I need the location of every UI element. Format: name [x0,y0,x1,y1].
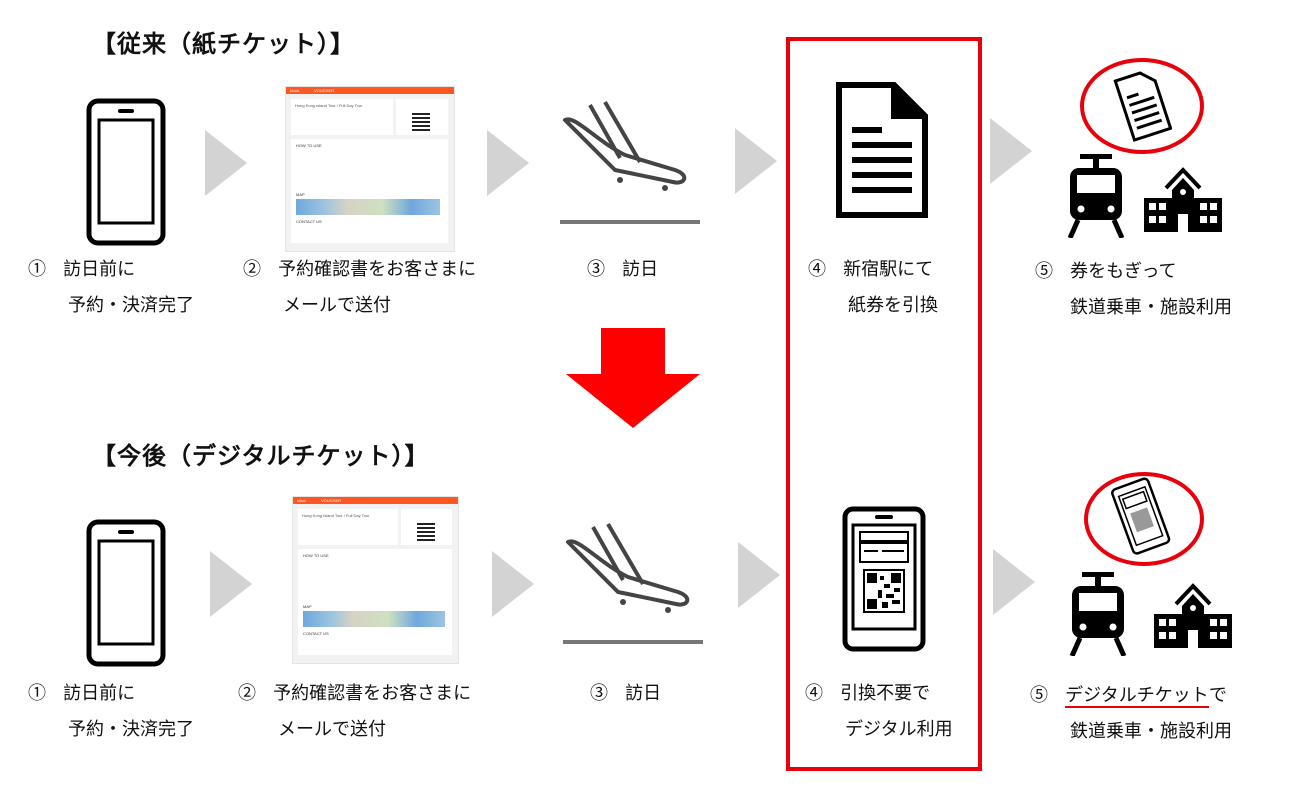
airplane-landing-icon [563,522,703,644]
flow-arrow-icon [993,549,1035,615]
school-building-icon [1154,583,1232,648]
digital-ticket-phone-icon [1111,477,1171,555]
flow-arrow-icon [210,551,252,617]
smartphone-icon [86,519,166,667]
section-title-after: 【今後（デジタルチケット）】 [92,442,430,470]
step-label: ⑤ 券をもぎって鉄道乗車・施設利用 [1035,261,1232,318]
after-flow-row: klook VOUCHER Hong Kong Island Tour / Fu… [0,424,1293,787]
step-label: ④ 引換不要でデジタル利用 [805,683,953,740]
flow-arrow-icon [205,130,247,196]
flow-arrow-icon [492,551,534,617]
paper-document-icon [836,82,928,218]
step-label: ③ 訪日 [587,259,659,280]
voucher-thumbnail: klook VOUCHER Hong Kong Island Tour / Fu… [292,496,459,664]
step4-highlight-box [786,37,982,771]
train-icon [1069,572,1127,656]
flow-arrow-icon [990,118,1032,184]
digital-ticket-phone-icon [842,506,926,652]
section-title-before: 【従来（紙チケット）】 [92,30,355,58]
highlight-circle [1084,472,1204,566]
airplane-landing-icon [560,100,700,224]
underlined-digital-ticket: デジタルチケット [1065,685,1209,708]
step-label: ③ 訪日 [590,683,662,704]
down-arrow-icon [566,328,700,428]
step-label: ④ 新宿駅にて紙券を引換 [808,259,938,316]
flow-arrow-icon [735,128,777,194]
paper-ticket-icon [1113,71,1172,142]
flow-arrow-icon [487,130,529,196]
smartphone-icon [86,98,166,246]
before-flow-row: klook VOUCHER Hong Kong Island Tour / Fu… [0,0,1293,380]
step-label: ① 訪日前に予約・決済完了 [28,683,194,740]
step-label: ② 予約確認書をお客さまにメールで送付 [243,259,477,316]
school-building-icon [1144,167,1222,232]
flow-arrow-icon [738,542,780,608]
step-label: ② 予約確認書をお客さまにメールで送付 [238,683,472,740]
voucher-thumbnail: klook VOUCHER Hong Kong Island Tour / Fu… [285,86,455,252]
highlight-circle [1080,58,1204,154]
train-icon [1067,154,1125,238]
step-label: ⑤ デジタルチケットで鉄道乗車・施設利用 [1030,685,1232,742]
step-label: ① 訪日前に予約・決済完了 [28,259,194,316]
